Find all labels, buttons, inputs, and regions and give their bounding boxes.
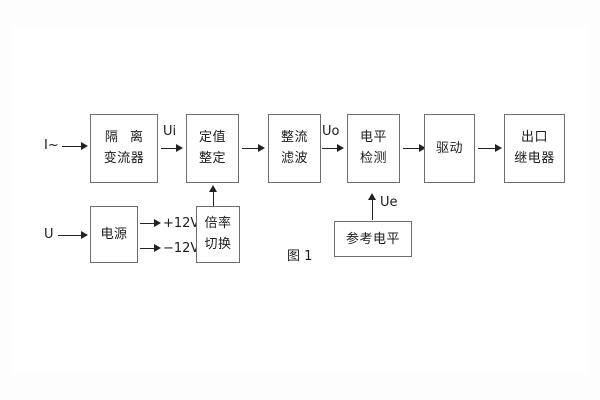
block-setting-value-line-1: 定值 <box>198 130 226 146</box>
rail-positive-line <box>140 223 156 224</box>
rail-positive-label: +12V <box>163 216 200 231</box>
block-power-supply[interactable]: 电源 <box>90 206 138 263</box>
ue-label: Ue <box>380 195 398 210</box>
block-setting-value-line-2: 整定 <box>198 150 226 166</box>
uo-line <box>322 148 339 149</box>
block-level-detect[interactable]: 电平 检测 <box>347 114 400 183</box>
uo-arrowhead <box>337 143 344 152</box>
current-input-label: I~ <box>44 138 59 153</box>
ue-arrowhead <box>368 193 377 200</box>
block-rectifier-filter[interactable]: 整流 滤波 <box>268 114 321 183</box>
block-multiplier-switch-line-1: 倍率 <box>204 216 232 232</box>
block-rectifier-filter-line-1: 整流 <box>280 130 308 146</box>
rail-positive-arrowhead <box>154 218 161 227</box>
block-setting-value[interactable]: 定值 整定 <box>186 114 239 183</box>
block-power-supply-line-1: 电源 <box>100 227 128 242</box>
current-input-arrowhead <box>81 141 88 150</box>
block-output-relay-line-1: 出口 <box>520 130 548 146</box>
level-to-driver-line <box>403 148 421 149</box>
block-rectifier-filter-line-2: 滤波 <box>280 150 308 166</box>
block-level-detect-line-1: 电平 <box>359 130 387 146</box>
block-multiplier-switch[interactable]: 倍率 切换 <box>196 206 240 263</box>
ui-line <box>161 148 178 149</box>
ui-label: Ui <box>163 124 177 139</box>
voltage-input-line <box>58 235 83 236</box>
block-driver[interactable]: 驱动 <box>424 114 475 183</box>
diagram-sheet <box>12 26 588 374</box>
driver-to-relay-arrowhead <box>495 143 502 152</box>
block-isolation-transformer-line-1: 隔 离 <box>104 130 148 146</box>
ui-arrowhead <box>176 143 183 152</box>
multiplier-to-setting-line <box>213 192 214 206</box>
block-reference-level-line-1: 参考电平 <box>345 231 400 247</box>
block-isolation-transformer[interactable]: 隔 离 变流器 <box>90 114 158 183</box>
rail-negative-line <box>140 248 156 249</box>
block-output-relay[interactable]: 出口 继电器 <box>504 114 565 183</box>
figure-caption: 图 1 <box>287 249 313 264</box>
uo-label: Uo <box>322 124 340 139</box>
level-to-driver-arrowhead <box>419 143 426 152</box>
current-input-line <box>62 146 84 147</box>
block-level-detect-line-2: 检测 <box>359 150 387 166</box>
driver-to-relay-line <box>478 148 497 149</box>
block-isolation-transformer-line-2: 变流器 <box>103 150 145 166</box>
block-driver-line-1: 驱动 <box>435 141 463 156</box>
block-reference-level[interactable]: 参考电平 <box>334 221 412 257</box>
block-multiplier-switch-line-2: 切换 <box>204 236 232 252</box>
rail-negative-arrowhead <box>154 243 161 252</box>
setting-to-rectifier-line <box>242 148 260 149</box>
voltage-input-label: U <box>44 227 54 242</box>
rail-negative-label: −12V <box>163 241 200 256</box>
voltage-input-arrowhead <box>81 230 88 239</box>
multiplier-to-setting-arrowhead <box>209 185 218 192</box>
ue-line <box>372 199 373 220</box>
setting-to-rectifier-arrowhead <box>258 143 265 152</box>
block-output-relay-line-2: 继电器 <box>514 150 555 166</box>
